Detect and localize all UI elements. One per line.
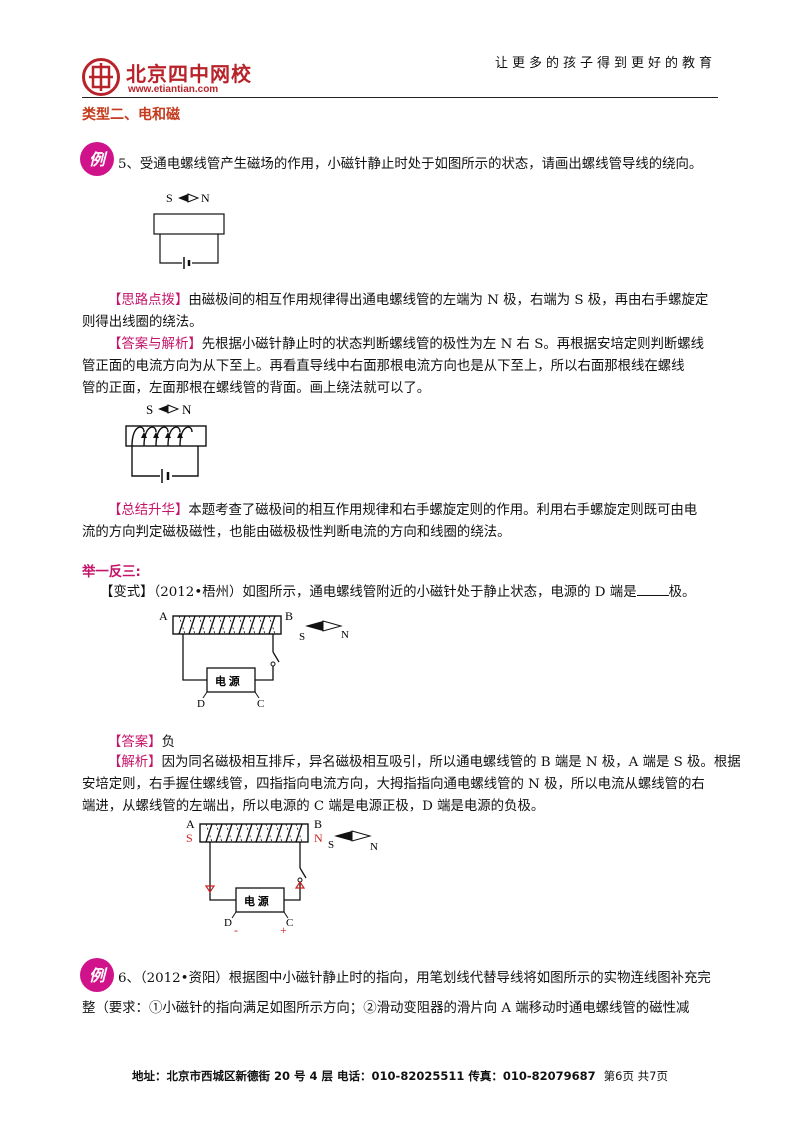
logo: 北京四中网校 www.etiantian.com (82, 56, 262, 106)
current-arrow-icon (204, 885, 216, 894)
figure-solenoid-blank: S N (153, 191, 225, 269)
example5-answer-line3: 管的正面，左面那根在螺线管的背面。画上绕法就可以了。 (82, 381, 431, 396)
svg-text:+: + (280, 923, 287, 936)
logo-emblem-icon (82, 58, 120, 96)
svg-text:D: D (224, 917, 232, 929)
svg-text:S: S (186, 831, 193, 845)
figure-solenoid-wound: S N (125, 402, 207, 483)
header-slogan: 让更多的孩子得到更好的教育 (494, 56, 716, 71)
figure-variant-solution: A S B N S N 电 源 D C - + (186, 817, 378, 936)
page-number: 第6页 共7页 (603, 1069, 668, 1083)
variant-question: 【变式】（2012•梧州）如图所示，通电螺线管附近的小磁针处于静止状态，电源的 … (100, 584, 696, 600)
example5-hint-cont: 则得出线圈的绕法。 (82, 315, 203, 330)
example5-summary-cont: 流的方向判定磁极磁性，也能由磁极极性判断电流的方向和线圈的绕法。 (82, 525, 511, 540)
solenoid-body (125, 425, 207, 447)
variant-answer: 【答案】负 (108, 735, 175, 750)
power-source (235, 887, 285, 913)
example5-hint: 【思路点拨】由磁极间的相互作用规律得出通电螺线管的左端为 N 极，右端为 S 极… (108, 293, 709, 308)
example5-answer: 【答案与解析】先根据小磁针静止时的状态判断螺线管的极性为左 N 右 S。再根据安… (108, 337, 705, 352)
svg-text:D: D (197, 698, 205, 710)
svg-text:N: N (370, 841, 378, 853)
needle-n-label: N (182, 402, 192, 417)
svg-text:S: S (299, 631, 305, 643)
svg-text:N: N (314, 831, 323, 845)
figure-variant-circuit: A B S N 电 源 D C (159, 609, 349, 710)
example-badge-icon: 例 (80, 958, 118, 994)
svg-text:-: - (234, 923, 238, 936)
variant-analysis-line2: 安培定则，右手握住螺线管，四指指向电流方向，大拇指指向通电螺线管的 N 极，所以… (82, 777, 705, 792)
example5-answer-line2: 管正面的电流方向为从下至上。再看直导线中右面那根电流方向也是从下至上，所以右面那… (82, 359, 685, 374)
svg-text:B: B (285, 609, 293, 623)
power-source (206, 667, 256, 693)
variant-analysis-line3: 端进，从螺线管的左端出，所以电源的 C 端是电源正极，D 端是电源的负极。 (82, 799, 545, 814)
example6-question-cont: 整（要求：①小磁针的指向满足如图所示方向；②滑动变阻器的滑片向 A 端移动时通电… (82, 1001, 690, 1016)
logo-url: www.etiantian.com (128, 84, 219, 95)
answer-blank[interactable] (636, 584, 669, 596)
svg-text:S: S (328, 839, 334, 851)
section-title: 类型二、电和磁 (82, 107, 180, 123)
solenoid-body (199, 823, 309, 843)
example5-question: 5、受通电螺线管产生磁场的作用，小磁针静止时处于如图所示的状态，请画出螺线管导线… (118, 157, 703, 172)
practice-heading: 举一反三: (82, 565, 141, 580)
svg-text:电 源: 电 源 (244, 894, 269, 908)
example5-summary: 【总结升华】本题考查了磁极间的相互作用规律和右手螺旋定则的作用。利用右手螺旋定则… (108, 503, 698, 518)
logo-name: 北京四中网校 (126, 62, 252, 86)
solenoid-body (172, 615, 282, 635)
svg-text:A: A (186, 817, 195, 831)
current-arrow-icon (294, 880, 306, 889)
svg-text:电 源: 电 源 (215, 674, 240, 688)
page-footer: 地址：北京市西城区新德街 20 号 4 层 电话：010-82025511 传真… (132, 1069, 668, 1083)
needle-s-label: S (166, 191, 173, 205)
solenoid-body (153, 213, 225, 235)
svg-text:C: C (257, 698, 264, 710)
svg-text:N: N (341, 629, 349, 641)
example6-question: 6、（2012•资阳）根据图中小磁针静止时的指向，用笔划线代替导线将如图所示的实… (118, 971, 711, 986)
example-badge-icon: 例 (80, 142, 118, 178)
switch-icon (299, 867, 307, 879)
svg-text:C: C (286, 917, 293, 929)
needle-s-label: S (146, 402, 153, 417)
svg-text:B: B (314, 817, 322, 831)
switch-icon (272, 651, 280, 663)
needle-n-label: N (201, 191, 210, 205)
header-divider (82, 97, 718, 98)
variant-analysis: 【解析】因为同名磁极相互排斥，异名磁极相互吸引，所以通电螺线管的 B 端是 N … (108, 755, 741, 770)
svg-text:A: A (159, 609, 168, 623)
